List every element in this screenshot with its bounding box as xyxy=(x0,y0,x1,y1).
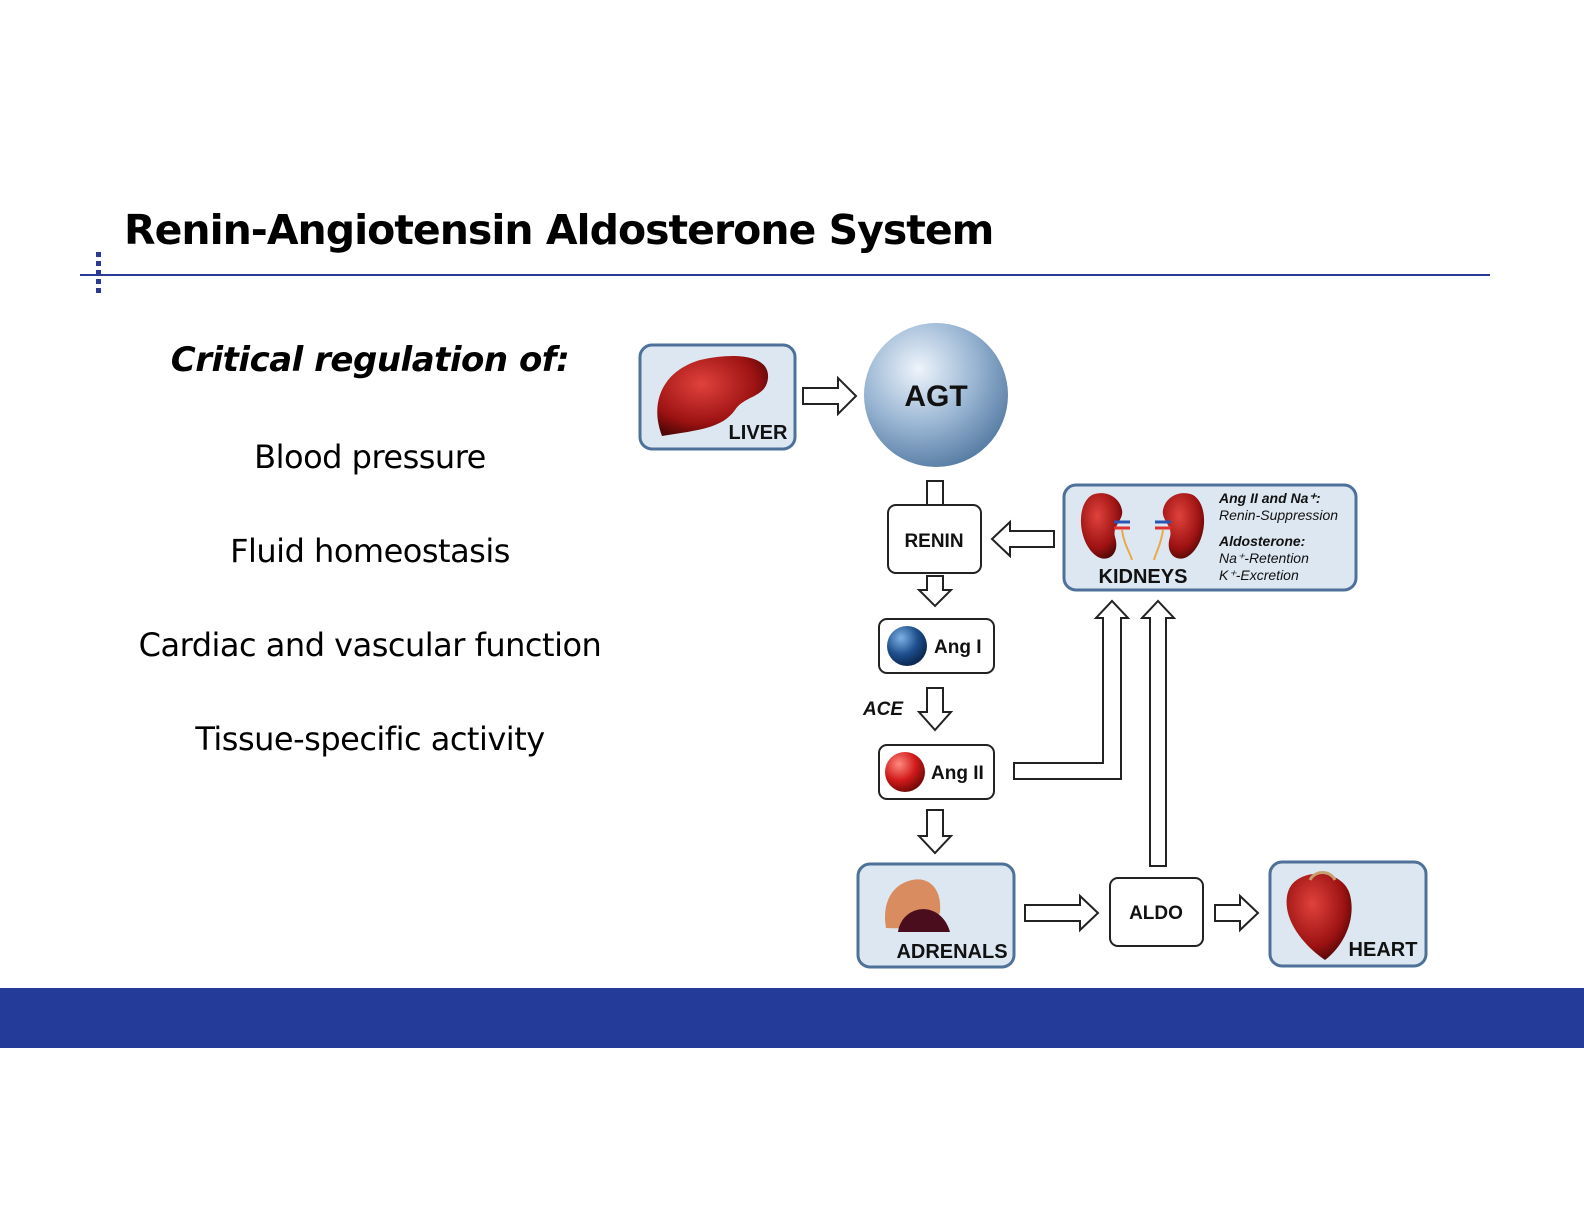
arrow-kidneys-renin xyxy=(990,519,1055,559)
kidney-note-aldosterone: Aldosterone: xyxy=(1218,533,1305,549)
liver-label: LIVER xyxy=(729,422,788,444)
list-item-fluid-homeostasis: Fluid homeostasis xyxy=(230,532,510,570)
liver-node: LIVER xyxy=(638,343,797,451)
adrenals-node: ADRENALS xyxy=(856,862,1016,969)
arrow-adrenals-aldo xyxy=(1024,893,1100,933)
agt-node: AGT xyxy=(864,323,1008,467)
heart-node: HEART xyxy=(1268,860,1428,968)
kidney-note-na-retention: Na⁺-Retention xyxy=(1219,550,1309,566)
list-item-cardiac-vascular: Cardiac and vascular function xyxy=(138,626,602,664)
ang2-node: Ang II xyxy=(878,744,995,800)
ang1-sphere-icon xyxy=(887,626,927,666)
aldo-node: ALDO xyxy=(1109,877,1204,947)
ang2-label: Ang II xyxy=(931,763,984,784)
subheading: Critical regulation of: xyxy=(170,340,570,380)
agt-label: AGT xyxy=(904,380,967,413)
footer-band xyxy=(0,988,1584,1048)
arrow-ang1-ang2 xyxy=(916,687,954,732)
adrenal-gland-icon xyxy=(885,879,950,932)
heart-label: HEART xyxy=(1349,939,1418,961)
adrenals-label: ADRENALS xyxy=(896,941,1007,963)
kidney-note-renin-suppression: Renin-Suppression xyxy=(1219,507,1338,523)
list-item-tissue-specific: Tissue-specific activity xyxy=(195,720,545,758)
renin-node: RENIN xyxy=(887,504,982,574)
kidney-note-ang2-na: Ang II and Na⁺: xyxy=(1218,490,1321,506)
ang1-node: Ang I xyxy=(878,618,995,674)
kidneys-icon xyxy=(1080,493,1205,561)
slide-title: Renin-Angiotensin Aldosterone System xyxy=(124,206,994,254)
arrow-aldo-heart xyxy=(1214,893,1260,933)
list-item-blood-pressure: Blood pressure xyxy=(254,438,486,476)
arrow-liver-agt xyxy=(802,375,858,417)
title-marker xyxy=(96,252,102,298)
aldo-label: ALDO xyxy=(1129,903,1183,924)
title-divider xyxy=(80,274,1490,276)
arrow-ang2-adrenals xyxy=(916,809,954,855)
liver-icon xyxy=(657,355,769,436)
kidneys-label: KIDNEYS xyxy=(1099,566,1188,588)
kidneys-node: KIDNEYS Ang II and Na⁺: Renin-Suppressio… xyxy=(1062,483,1358,592)
arrow-agt-renin xyxy=(926,480,944,507)
ang2-sphere-icon xyxy=(885,752,925,792)
arrow-ang2-kidneys xyxy=(1013,599,1131,780)
ang1-label: Ang I xyxy=(934,637,982,658)
arrow-renin-ang1 xyxy=(916,575,954,608)
heart-icon xyxy=(1286,873,1352,960)
ace-label: ACE xyxy=(862,699,904,720)
renin-label: RENIN xyxy=(904,531,963,552)
kidney-note-k-excretion: K⁺-Excretion xyxy=(1219,567,1299,583)
arrow-aldo-kidneys xyxy=(1139,599,1177,867)
